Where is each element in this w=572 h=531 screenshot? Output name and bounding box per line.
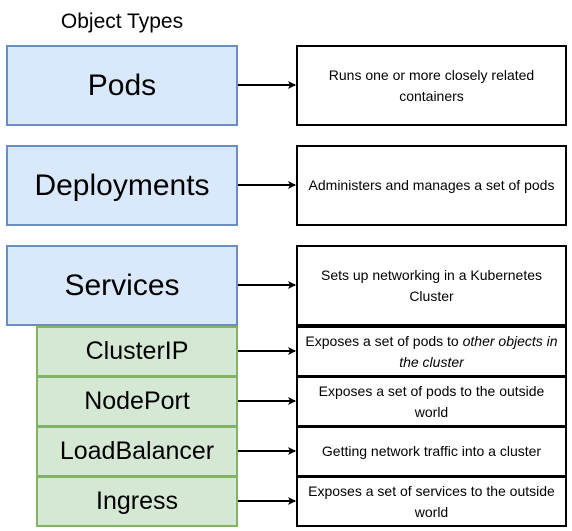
- services-description: Sets up networking in a Kubernetes Clust…: [296, 245, 567, 326]
- ingress-label: Ingress: [96, 487, 178, 515]
- clusterip-description-emphasis: other objects in the cluster: [399, 332, 558, 370]
- ingress-description: Exposes a set of services to the outside…: [296, 476, 567, 527]
- loadbalancer-description: Getting network traffic into a cluster: [296, 426, 567, 477]
- deployments-description: Administers and manages a set of pods: [296, 145, 567, 226]
- services-label: Services: [64, 268, 180, 302]
- loadbalancer-label: LoadBalancer: [59, 437, 215, 465]
- nodeport-label: NodePort: [84, 387, 190, 415]
- pods-box: Pods: [6, 45, 238, 126]
- loadbalancer-box: LoadBalancer: [36, 426, 238, 477]
- clusterip-label: ClusterIP: [85, 337, 189, 365]
- ingress-box: Ingress: [36, 476, 238, 527]
- deployments-label: Deployments: [34, 168, 210, 202]
- nodeport-box: NodePort: [36, 376, 238, 427]
- deployments-box: Deployments: [6, 145, 238, 226]
- clusterip-box: ClusterIP: [36, 326, 238, 377]
- ingress-description-text: Exposes a set of services to the outside…: [308, 482, 555, 520]
- pods-description: Runs one or more closely related contain…: [296, 45, 567, 126]
- nodeport-description: Exposes a set of pods to the outside wor…: [296, 376, 567, 427]
- pods-description-text: Runs one or more closely related contain…: [328, 66, 535, 104]
- deployments-description-text: Administers and manages a set of pods: [308, 177, 555, 193]
- diagram-title: Object Types: [60, 10, 184, 33]
- services-description-text: Sets up networking in a Kubernetes Clust…: [320, 266, 543, 304]
- loadbalancer-description-text: Getting network traffic into a cluster: [321, 443, 542, 459]
- nodeport-description-text: Exposes a set of pods to the outside wor…: [318, 382, 545, 420]
- clusterip-description-prefix: Exposes a set of pods to: [305, 332, 463, 349]
- clusterip-description: Exposes a set of pods to other objects i…: [296, 326, 567, 377]
- clusterip-description-text: Exposes a set of pods to other objects i…: [304, 331, 559, 373]
- services-box: Services: [6, 245, 238, 326]
- pods-label: Pods: [87, 68, 157, 102]
